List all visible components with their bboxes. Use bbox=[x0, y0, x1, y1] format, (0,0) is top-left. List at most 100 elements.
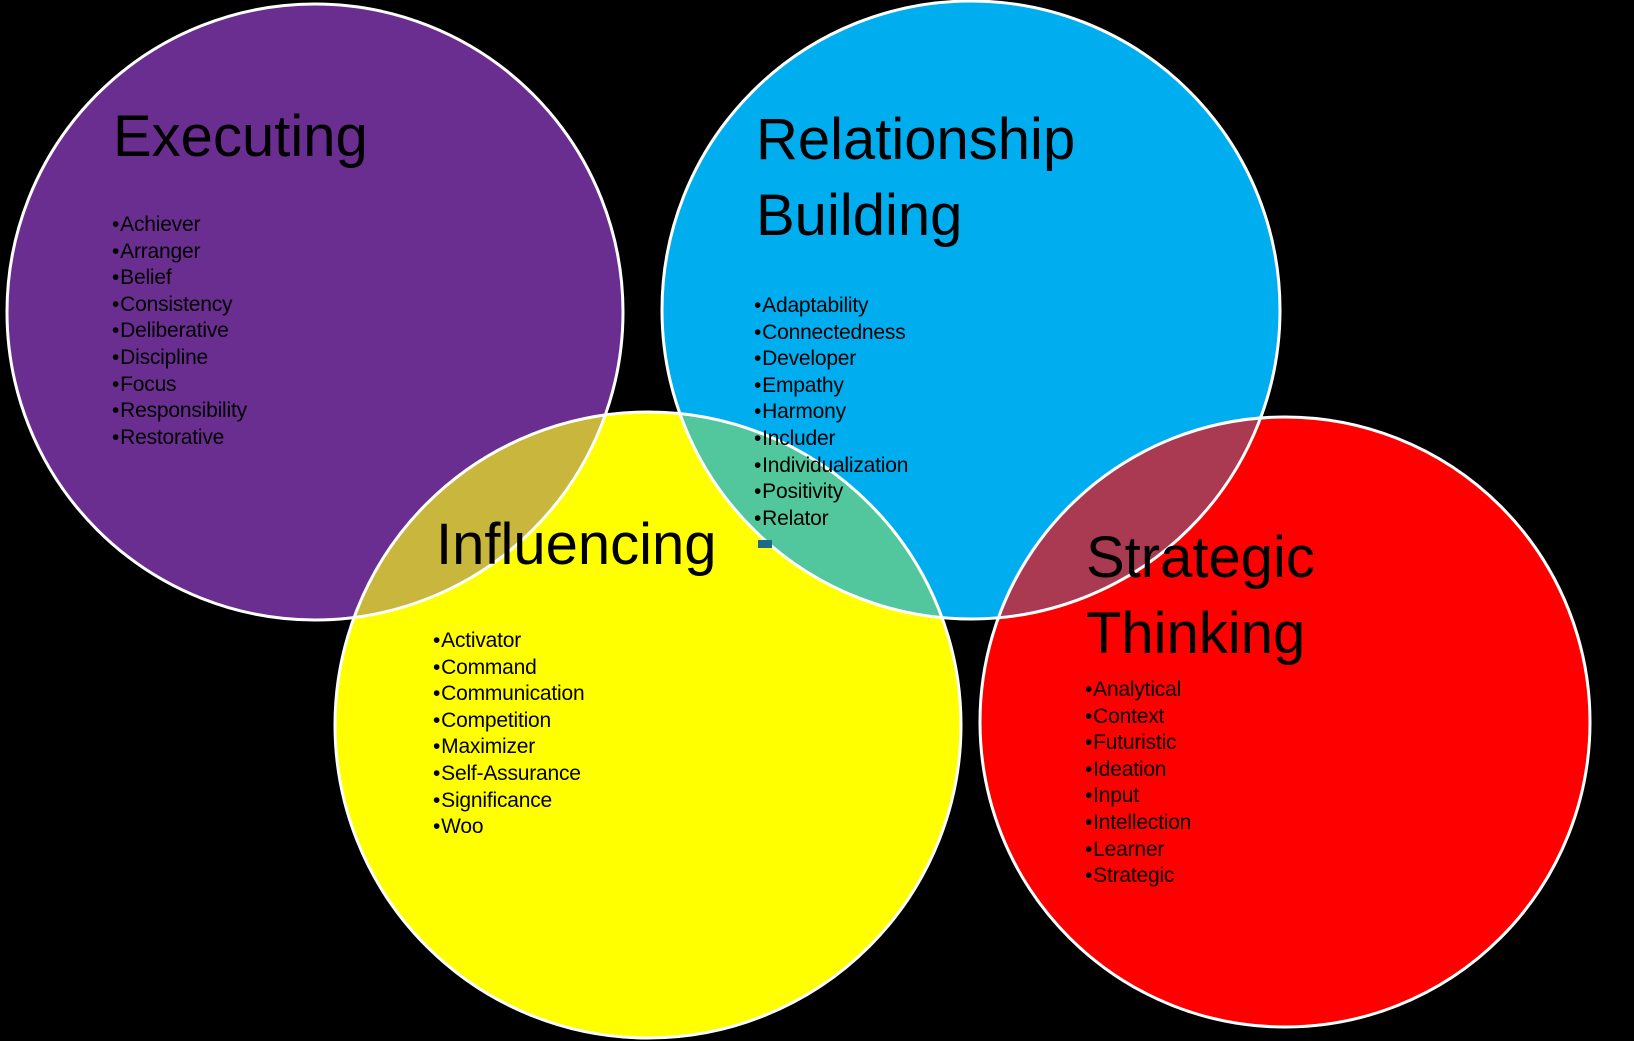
list-item: •Achiever bbox=[112, 212, 247, 239]
bullet-icon: • bbox=[1085, 731, 1093, 755]
list-item: •Responsibility bbox=[112, 398, 247, 425]
bullet-icon: • bbox=[112, 399, 120, 423]
relationship-influencing-overlap bbox=[662, 412, 961, 619]
bullet-icon: • bbox=[1085, 704, 1093, 728]
bullet-icon: • bbox=[1085, 864, 1093, 888]
list-item: •Ideation bbox=[1085, 757, 1191, 784]
bullet-icon: • bbox=[754, 453, 762, 477]
strength-label: Learner bbox=[1093, 837, 1165, 861]
relationship-building-title: Relationship Building bbox=[756, 107, 1076, 248]
list-item: •Maximizer bbox=[433, 734, 584, 761]
bullet-icon: • bbox=[433, 761, 441, 785]
list-item: •Command bbox=[433, 655, 584, 682]
strength-label: Ideation bbox=[1093, 757, 1167, 781]
bullet-icon: • bbox=[433, 708, 441, 732]
list-item: •Woo bbox=[433, 814, 584, 841]
bullet-icon: • bbox=[433, 655, 441, 679]
strength-label: Self-Assurance bbox=[441, 761, 581, 785]
bullet-icon: • bbox=[1085, 837, 1093, 861]
list-item: •Deliberative bbox=[112, 318, 247, 345]
strength-label: Harmony bbox=[762, 400, 846, 424]
influencing-circle-outline bbox=[333, 410, 963, 1040]
strength-label: Developer bbox=[762, 347, 857, 371]
executing-title: Executing bbox=[113, 104, 368, 169]
list-item: •Competition bbox=[433, 708, 584, 735]
strength-label: Empathy bbox=[762, 373, 844, 397]
list-item: •Restorative bbox=[112, 425, 247, 452]
strength-label: Activator bbox=[441, 629, 522, 652]
strength-label: Futuristic bbox=[1093, 731, 1177, 755]
list-item: •Developer bbox=[754, 346, 908, 373]
bullet-icon: • bbox=[433, 682, 441, 706]
bullet-icon: • bbox=[433, 788, 441, 812]
bullet-icon: • bbox=[1085, 784, 1093, 808]
strength-label: Intellection bbox=[1093, 810, 1192, 834]
list-item: •Connectedness bbox=[754, 320, 908, 347]
list-item: •Relator bbox=[754, 506, 908, 533]
bullet-icon: • bbox=[1085, 678, 1093, 701]
executing-strengths-list: •Achiever•Arranger•Belief•Consistency•De… bbox=[112, 212, 247, 451]
strength-label: Relator bbox=[762, 506, 829, 530]
relationship-strategic-overlap bbox=[980, 417, 1280, 619]
strength-label: Includer bbox=[762, 426, 836, 450]
list-item: •Discipline bbox=[112, 345, 247, 372]
list-item: •Consistency bbox=[112, 292, 247, 319]
list-item: •Self-Assurance bbox=[433, 761, 584, 788]
list-item: •Intellection bbox=[1085, 810, 1191, 837]
bullet-icon: • bbox=[112, 239, 120, 263]
bullet-icon: • bbox=[754, 480, 762, 504]
relationship-building-strengths-list: •Adaptability•Connectedness•Developer•Em… bbox=[754, 293, 908, 532]
strength-label: Responsibility bbox=[120, 399, 247, 423]
list-item: •Futuristic bbox=[1085, 730, 1191, 757]
list-item: •Individualization bbox=[754, 453, 908, 480]
bullet-icon: • bbox=[112, 425, 120, 449]
bullet-icon: • bbox=[112, 213, 120, 236]
bullet-icon: • bbox=[754, 426, 762, 450]
bullet-icon: • bbox=[754, 400, 762, 424]
bullet-icon: • bbox=[1085, 810, 1093, 834]
strength-label: Focus bbox=[120, 372, 177, 396]
strategic-thinking-circle-outline bbox=[978, 415, 1592, 1029]
bullet-icon: • bbox=[112, 292, 120, 316]
strength-label: Context bbox=[1093, 704, 1165, 728]
bullet-icon: • bbox=[754, 320, 762, 344]
strength-label: Analytical bbox=[1093, 678, 1182, 701]
strategic-thinking-strengths-list: •Analytical•Context•Futuristic•Ideation•… bbox=[1085, 677, 1191, 890]
bullet-icon: • bbox=[433, 629, 441, 652]
strength-label: Consistency bbox=[120, 292, 233, 316]
list-item: •Belief bbox=[112, 265, 247, 292]
bullet-icon: • bbox=[754, 373, 762, 397]
list-item: •Analytical bbox=[1085, 677, 1191, 704]
strength-label: Positivity bbox=[762, 480, 844, 504]
strength-label: Communication bbox=[441, 682, 585, 706]
strength-label: Woo bbox=[441, 815, 484, 839]
bullet-icon: • bbox=[112, 266, 120, 290]
list-item: •Includer bbox=[754, 426, 908, 453]
strength-label: Strategic bbox=[1093, 864, 1175, 888]
strength-label: Adaptability bbox=[762, 294, 869, 317]
strength-label: Achiever bbox=[120, 213, 201, 236]
list-item: •Positivity bbox=[754, 479, 908, 506]
strength-label: Belief bbox=[120, 266, 172, 290]
relationship-building-circle-outline bbox=[660, 0, 1282, 621]
strength-label: Input bbox=[1093, 784, 1139, 808]
strength-label: Discipline bbox=[120, 345, 209, 369]
circle-outlines bbox=[5, 0, 1592, 1040]
bullet-icon: • bbox=[754, 506, 762, 530]
list-item: •Learner bbox=[1085, 837, 1191, 864]
bullet-icon: • bbox=[112, 372, 120, 396]
list-item: •Activator bbox=[433, 628, 584, 655]
strength-label: Individualization bbox=[762, 453, 909, 477]
executing-circle bbox=[7, 4, 623, 620]
bullet-icon: • bbox=[112, 345, 120, 369]
strength-label: Deliberative bbox=[120, 319, 229, 343]
list-item: •Harmony bbox=[754, 399, 908, 426]
list-item: •Focus bbox=[112, 372, 247, 399]
executing-circle-outline bbox=[5, 2, 625, 622]
strength-label: Connectedness bbox=[762, 320, 906, 344]
strength-label: Competition bbox=[441, 708, 552, 732]
stray-dash bbox=[758, 540, 772, 548]
list-item: •Input bbox=[1085, 783, 1191, 810]
